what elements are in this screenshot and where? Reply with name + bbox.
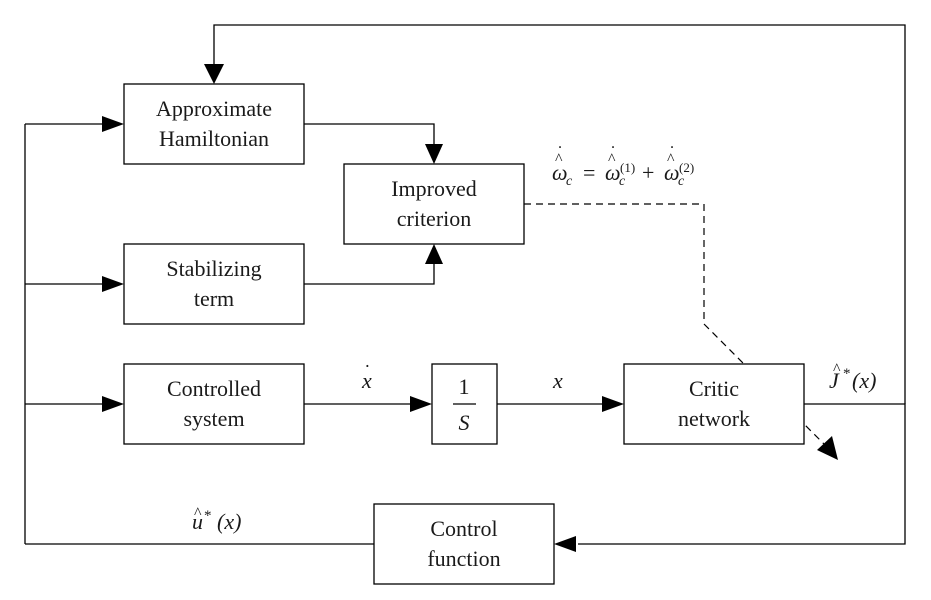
block-label-line: Critic — [689, 376, 739, 401]
stabilizing-to-criterion-line — [304, 264, 435, 285]
hat-accent: ^ — [555, 151, 563, 168]
argument: (x) — [217, 509, 241, 534]
dot-accent: ˙ — [610, 142, 616, 162]
hamiltonian-to-criterion-line — [304, 123, 435, 146]
signal-label-j-hat-star: J ^ * (x) — [829, 361, 876, 393]
dot-accent: ˙ — [669, 142, 675, 162]
x-symbol: x — [552, 368, 563, 393]
block-label-line: Improved — [391, 176, 477, 201]
hat-accent: ^ — [194, 505, 202, 522]
block-stabilizing-term: Stabilizing term — [123, 243, 305, 325]
dot-accent: ˙ — [557, 142, 563, 162]
superscript-1: (1) — [620, 160, 635, 175]
block-improved-criterion: Improved criterion — [343, 163, 525, 245]
block-label-line: term — [194, 286, 234, 311]
dot-accent: ˙ — [364, 361, 371, 383]
arrowhead-into-control-function — [554, 536, 576, 552]
block-label-line: Controlled — [167, 376, 261, 401]
equals-sign: = — [583, 160, 595, 185]
arrowhead-into-criterion-bottom — [425, 244, 443, 264]
arrowhead-into-integrator — [410, 396, 432, 412]
subscript-c: c — [619, 174, 626, 189]
block-integrator: 1 S — [431, 363, 498, 445]
block-label-line: function — [427, 546, 500, 571]
u-symbol: u — [192, 509, 203, 534]
arrowhead-into-critic — [602, 396, 624, 412]
block-critic-network: Critic network — [623, 363, 805, 445]
arrowhead-into-controlled-system — [102, 396, 124, 412]
subscript-c: c — [678, 174, 685, 189]
arrowhead-into-hamiltonian-top — [204, 64, 224, 84]
top-feedback-line — [213, 24, 906, 404]
block-label-line: network — [678, 406, 750, 431]
block-label-line: Approximate — [156, 96, 272, 121]
arrowhead-into-stabilizing — [102, 276, 124, 292]
hat-accent: ^ — [608, 151, 616, 168]
subscript-c: c — [566, 174, 573, 189]
block-label-line: Stabilizing — [166, 256, 261, 281]
j-symbol: J — [829, 368, 840, 393]
weight-update-equation: ω ^ ˙ c = ω ^ ˙ c (1) + ω ^ ˙ c (2) — [552, 142, 694, 189]
block-label-line: criterion — [397, 206, 472, 231]
block-label-line: system — [183, 406, 244, 431]
hat-accent: ^ — [667, 151, 675, 168]
block-control-function: Control function — [373, 503, 555, 585]
block-label-line: Hamiltonian — [159, 126, 269, 151]
hat-accent: ^ — [833, 361, 841, 378]
arrowhead-weight-update — [817, 436, 838, 460]
superscript-2: (2) — [679, 160, 694, 175]
arrowhead-into-criterion-top — [425, 144, 443, 164]
block-controlled-system: Controlled system — [123, 363, 305, 445]
omega-symbol: ω — [605, 160, 621, 185]
plus-sign: + — [642, 160, 654, 185]
omega-symbol: ω — [552, 160, 568, 185]
block-label-line: Control — [430, 516, 497, 541]
critic-output-line — [578, 403, 906, 545]
arrowhead-into-hamiltonian-left — [102, 116, 124, 132]
x-dot-symbol: x — [361, 368, 372, 393]
signal-label-u-hat-star: u ^ * (x) — [192, 505, 241, 534]
star-superscript: * — [843, 366, 851, 382]
block-approximate-hamiltonian: Approximate Hamiltonian — [123, 83, 305, 165]
integrator-denominator: S — [459, 410, 470, 435]
signal-label-x: x — [552, 368, 563, 393]
integrator-numerator: 1 — [459, 374, 470, 399]
omega-symbol: ω — [664, 160, 680, 185]
argument: (x) — [852, 368, 876, 393]
signal-label-x-dot: x ˙ — [361, 361, 372, 393]
star-superscript: * — [204, 508, 212, 524]
